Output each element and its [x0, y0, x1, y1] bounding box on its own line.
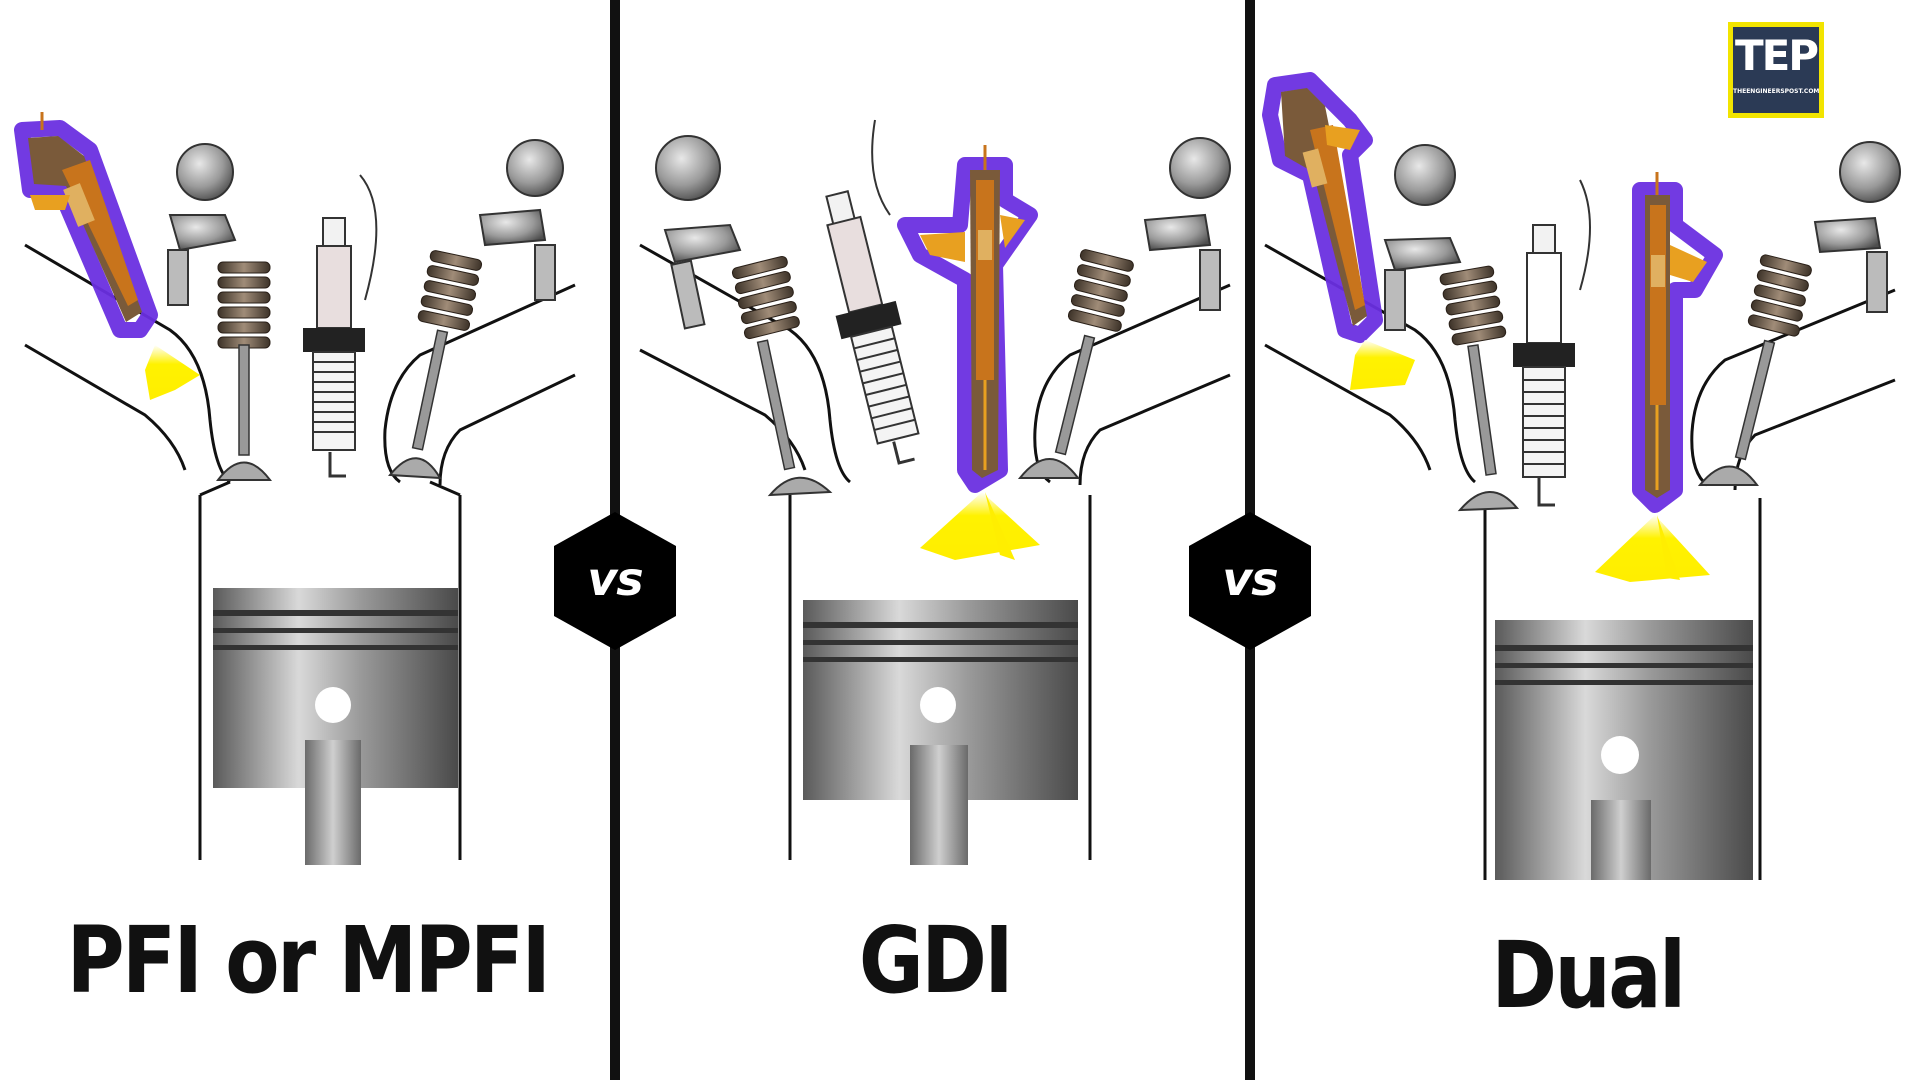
cylinder-head-outline	[24, 243, 576, 860]
tep-logo-inner: TEP THEENGINEERSPOST.COM	[1733, 27, 1819, 113]
direct-fuel-spray-icon	[1595, 515, 1710, 582]
panel-label-pfi: PFI or MPFI	[66, 907, 551, 1014]
vs-badge-1: vs	[554, 512, 676, 650]
port-fuel-injector-icon	[1262, 72, 1383, 343]
piston-icon	[803, 600, 1078, 865]
port-fuel-spray-icon	[1350, 340, 1415, 390]
tep-logo-subtext: THEENGINEERSPOST.COM	[1733, 88, 1820, 95]
panel-pfi: PFI or MPFI	[0, 0, 615, 1080]
fuel-injector-icon	[897, 145, 1038, 493]
fuel-injector-icon	[14, 112, 158, 338]
vs-badge-2: vs	[1189, 512, 1311, 650]
spark-plug-icon	[825, 119, 920, 465]
exhaust-valve-icon	[1697, 141, 1901, 486]
panel-label-dual: Dual	[1491, 922, 1686, 1029]
gdi-engine-diagram	[639, 119, 1231, 865]
pfi-engine-diagram	[14, 112, 576, 865]
spark-plug-icon	[1513, 179, 1591, 507]
tep-logo-text: TEP	[1734, 31, 1819, 80]
vs-badge-text: vs	[1222, 552, 1278, 606]
intake-valve-icon	[1383, 144, 1520, 512]
tep-logo: TEP THEENGINEERSPOST.COM	[1728, 22, 1824, 118]
exhaust-valve-icon	[388, 139, 564, 480]
intake-valve-icon	[655, 135, 833, 497]
exhaust-valve-icon	[1017, 137, 1231, 479]
spark-plug-icon	[303, 174, 378, 478]
piston-icon	[213, 588, 458, 865]
fuel-spray-icon	[145, 345, 200, 400]
piston-icon	[1495, 620, 1753, 880]
panel-dual: Dual	[1255, 0, 1920, 1080]
fuel-spray-icon	[920, 492, 1040, 560]
dual-engine-diagram	[1262, 72, 1901, 880]
panel-label-gdi: GDI	[858, 907, 1014, 1014]
vs-badge-text: vs	[587, 552, 643, 606]
direct-fuel-injector-icon	[1632, 172, 1723, 513]
panel-gdi: GDI	[620, 0, 1250, 1080]
intake-valve-icon	[167, 143, 272, 481]
